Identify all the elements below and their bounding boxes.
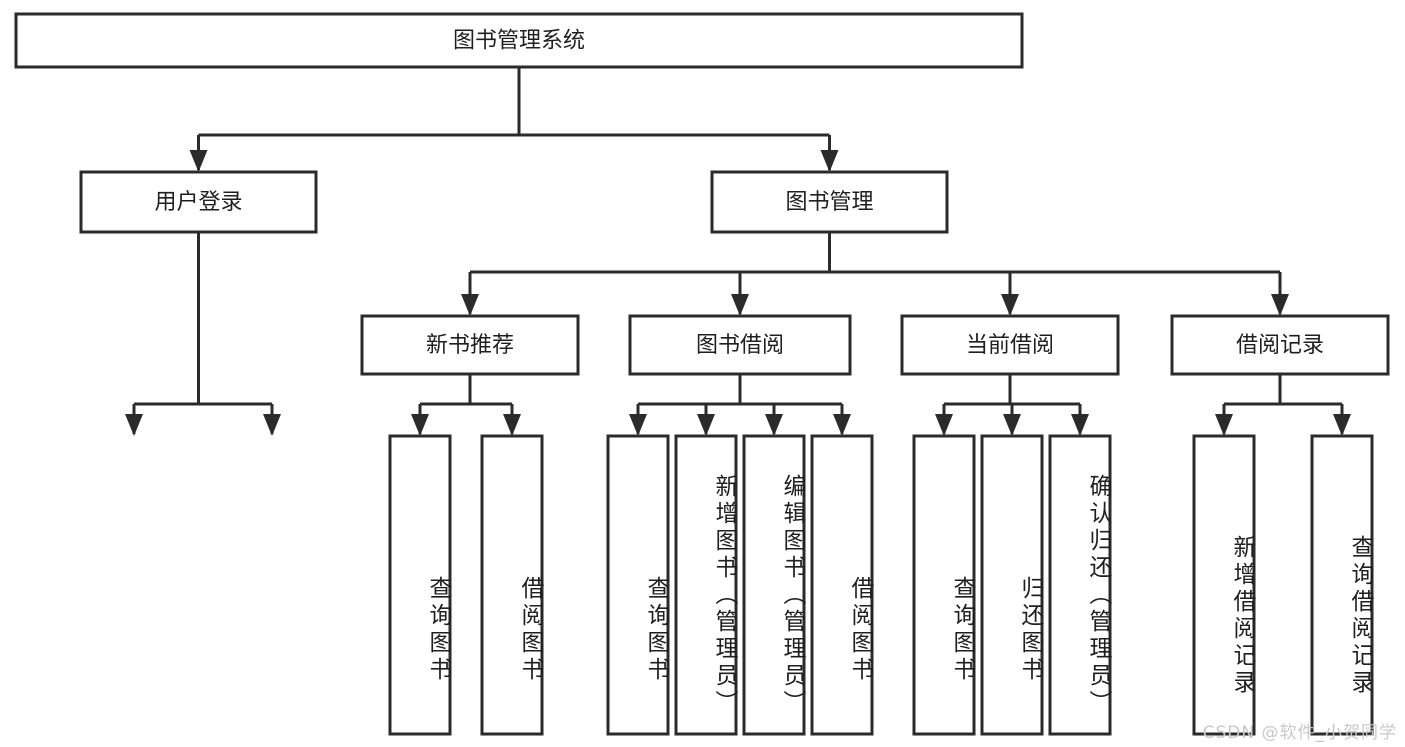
node-book-management[interactable]: 图书管理	[710, 170, 949, 234]
node-box[interactable]	[79, 170, 318, 234]
node-borrow-add-book[interactable]	[674, 434, 738, 736]
arrow-head	[1215, 414, 1233, 436]
node-recommend-borrow-book[interactable]	[480, 434, 544, 736]
arrow-head	[1071, 414, 1089, 436]
arrow-head	[1003, 414, 1021, 436]
arrow-head	[697, 414, 715, 436]
arrow-head	[263, 414, 281, 436]
arrow-head	[1271, 294, 1289, 316]
node-box[interactable]	[810, 434, 874, 736]
node-root[interactable]: 图书管理系统	[14, 12, 1024, 69]
node-current-query-book[interactable]	[912, 434, 976, 736]
node-box[interactable]	[742, 434, 806, 736]
arrow-head	[125, 414, 143, 436]
arrow-head	[765, 414, 783, 436]
node-label: 图书借阅	[696, 333, 784, 358]
node-label: 图书管理系统	[453, 29, 585, 54]
node-label: 新书推荐	[426, 333, 514, 358]
node-box[interactable]	[1310, 434, 1374, 736]
node-label: 借阅记录	[1236, 333, 1324, 358]
node-new-book-recommend[interactable]: 新书推荐	[360, 314, 580, 376]
node-current-borrow[interactable]: 当前借阅	[900, 314, 1120, 376]
arrow-head	[1333, 414, 1351, 436]
watermark: CSDN @软件_小贺同学	[1202, 723, 1397, 743]
arrow-head	[461, 294, 479, 316]
node-box[interactable]	[1048, 434, 1112, 736]
node-borrow-query-book[interactable]	[606, 434, 670, 736]
node-recommend-query-book[interactable]	[388, 434, 452, 736]
node-records-query-record[interactable]	[1310, 434, 1374, 736]
arrow-head	[1001, 294, 1019, 316]
arrow-head	[820, 150, 839, 172]
node-borrow-records[interactable]: 借阅记录	[1170, 314, 1390, 376]
arrow-head	[503, 414, 521, 436]
node-box[interactable]	[14, 12, 1024, 69]
node-label: 图书管理	[785, 190, 873, 215]
arrow-head	[189, 150, 208, 172]
node-current-confirm-return[interactable]	[1048, 434, 1112, 736]
node-records-add-record[interactable]	[1192, 434, 1256, 736]
arrow-head	[411, 414, 429, 436]
node-current-return-book[interactable]	[980, 434, 1044, 736]
node-box[interactable]	[388, 434, 452, 736]
node-box[interactable]	[480, 434, 544, 736]
node-borrow-borrow-book[interactable]	[810, 434, 874, 736]
arrow-head	[629, 414, 647, 436]
node-book-borrow[interactable]: 图书借阅	[628, 314, 852, 376]
arrow-head	[731, 294, 749, 316]
node-user-login[interactable]: 用户登录	[79, 170, 318, 234]
node-box[interactable]	[606, 434, 670, 736]
node-label: 当前借阅	[966, 333, 1054, 358]
arrow-head	[833, 414, 851, 436]
node-box[interactable]	[674, 434, 738, 736]
node-borrow-edit-book[interactable]	[742, 434, 806, 736]
node-box[interactable]	[980, 434, 1044, 736]
arrow-head	[935, 414, 953, 436]
node-box[interactable]	[1192, 434, 1256, 736]
node-box[interactable]	[912, 434, 976, 736]
node-label: 用户登录	[154, 190, 242, 215]
